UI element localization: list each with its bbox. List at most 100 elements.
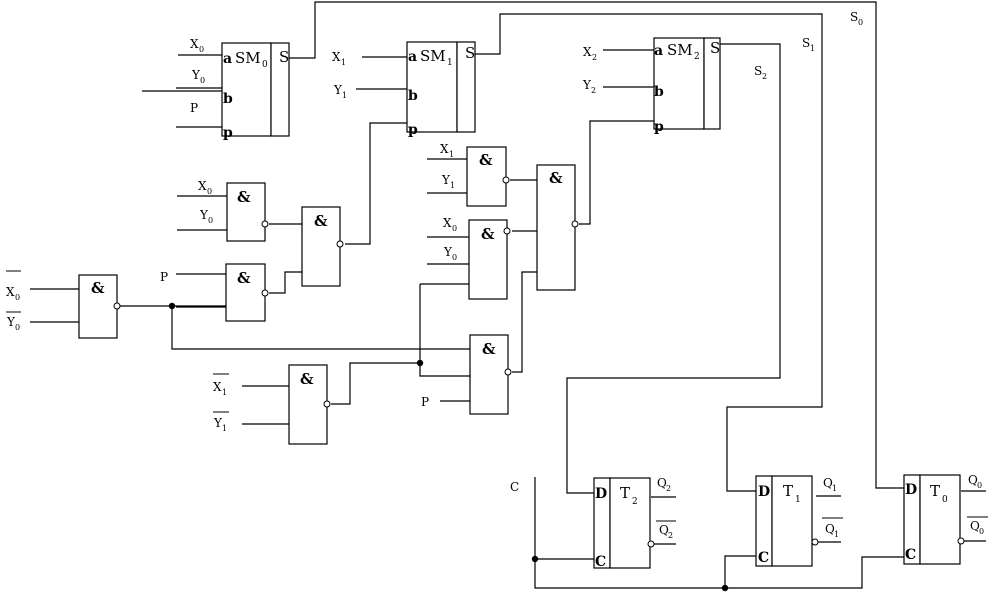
adder-sm2: a b p SM 2 S <box>653 37 721 135</box>
signal-labels: X 0 Y 0 P X 1 Y 1 X 2 Y 2 X 0 Y 0 P X 0 … <box>6 10 863 494</box>
label-x1: X <box>332 50 341 64</box>
ff-q: Q <box>657 476 667 490</box>
label-x1-bar: X <box>213 380 222 394</box>
and-gate-7: & <box>536 164 579 291</box>
label-subscript: 1 <box>222 388 227 397</box>
and-gate-0: & <box>78 274 121 339</box>
and-gate-6: & <box>468 219 511 300</box>
label-subscript: 0 <box>452 253 457 262</box>
label-subscript: 1 <box>341 58 346 67</box>
ff-c: C <box>595 554 606 570</box>
pin-b: b <box>408 88 418 104</box>
ff-qbar: Q <box>825 522 835 536</box>
gate-symbol: & <box>482 340 496 358</box>
junction-dot <box>168 302 176 310</box>
and-gate-8: & <box>469 334 512 415</box>
flipflop-t0: D C T 0 Q 0 Q 0 <box>903 473 988 565</box>
label-subscript: 2 <box>762 72 767 81</box>
flipflop-t2: D C T 2 Q 2 Q 2 <box>593 476 676 570</box>
pin-a: a <box>223 51 232 67</box>
label-y0: Y <box>443 245 453 259</box>
ff-d: D <box>905 482 917 498</box>
pin-a: a <box>408 49 417 65</box>
label-subscript: 1 <box>450 181 455 190</box>
label-p: P <box>190 101 198 115</box>
and-gate-3: & <box>301 206 344 287</box>
pin-p: p <box>223 125 233 141</box>
ff-name: T <box>930 482 940 500</box>
junction-dot <box>416 359 424 367</box>
adder-name: SM <box>420 47 446 65</box>
ff-index: 0 <box>942 495 948 505</box>
ff-qbar: Q <box>970 519 980 533</box>
and-gate-5: & <box>466 146 510 207</box>
flipflop-t1: D C T 1 Q 1 Q 1 <box>755 475 843 567</box>
label-x2: X <box>583 45 592 59</box>
label-subscript: 0 <box>199 45 204 54</box>
gate-symbol: & <box>481 225 495 243</box>
ff-qbar-sub: 1 <box>834 530 839 539</box>
ff-index: 2 <box>632 497 638 507</box>
adder-index: 0 <box>262 60 268 70</box>
gate-symbol: & <box>479 151 493 169</box>
gate-symbol: & <box>237 269 251 287</box>
adder-sm1: a b p SM 1 S <box>406 41 476 138</box>
adder-out: S <box>710 39 720 57</box>
ff-name: T <box>620 484 630 502</box>
ff-qbar-sub: 0 <box>979 527 984 536</box>
label-x0: X <box>198 179 207 193</box>
gate-symbol: & <box>549 169 563 187</box>
label-p: P <box>160 270 168 284</box>
label-subscript: 1 <box>449 150 454 159</box>
ff-q: Q <box>823 476 833 490</box>
label-subscript: 2 <box>591 86 596 95</box>
ff-c: C <box>758 550 769 566</box>
label-y0: Y <box>199 208 209 222</box>
gate-symbol: & <box>314 212 328 230</box>
adder-index: 2 <box>694 52 700 62</box>
ff-index: 1 <box>795 495 801 505</box>
ff-c: C <box>905 547 916 563</box>
adder-out: S <box>279 48 289 66</box>
ff-name: T <box>783 482 793 500</box>
ff-q-sub: 0 <box>977 481 982 490</box>
label-subscript: 0 <box>208 216 213 225</box>
ff-q: Q <box>968 473 978 487</box>
label-subscript: 1 <box>342 91 347 100</box>
and-gate-2: & <box>225 263 269 322</box>
ff-d: D <box>758 484 770 500</box>
adder-index: 1 <box>447 58 453 68</box>
gate-symbol: & <box>91 279 105 297</box>
label-s2: S <box>754 64 762 78</box>
label-s1: S <box>802 36 810 50</box>
and-gate-1: & <box>226 182 269 242</box>
wires <box>30 1 986 589</box>
label-subscript: 0 <box>858 18 863 27</box>
junctions <box>168 302 729 592</box>
label-x0-bar: X <box>6 285 15 299</box>
junction-dot <box>531 555 539 563</box>
ff-q-sub: 1 <box>832 484 837 493</box>
label-x0: X <box>443 216 452 230</box>
label-y0-bar: Y <box>6 315 16 329</box>
ff-qbar: Q <box>659 523 669 537</box>
label-subscript: 0 <box>200 76 205 85</box>
adder-sm0: a b p SM 0 S <box>221 42 290 141</box>
adder-name: SM <box>667 41 693 59</box>
label-y0: Y <box>191 68 201 82</box>
pin-p: p <box>654 119 664 135</box>
label-y2: Y <box>582 78 592 92</box>
gate-symbol: & <box>237 188 251 206</box>
label-p: P <box>421 395 429 409</box>
label-s0: S <box>850 10 858 24</box>
label-y1: Y <box>333 83 343 97</box>
pin-a: a <box>654 43 663 59</box>
pin-b: b <box>654 84 664 100</box>
pin-p: p <box>408 122 418 138</box>
gate-symbol: & <box>300 370 314 388</box>
label-subscript: 0 <box>207 187 212 196</box>
label-subscript: 0 <box>452 224 457 233</box>
label-subscript: 2 <box>592 53 597 62</box>
junction-dot <box>721 584 729 592</box>
